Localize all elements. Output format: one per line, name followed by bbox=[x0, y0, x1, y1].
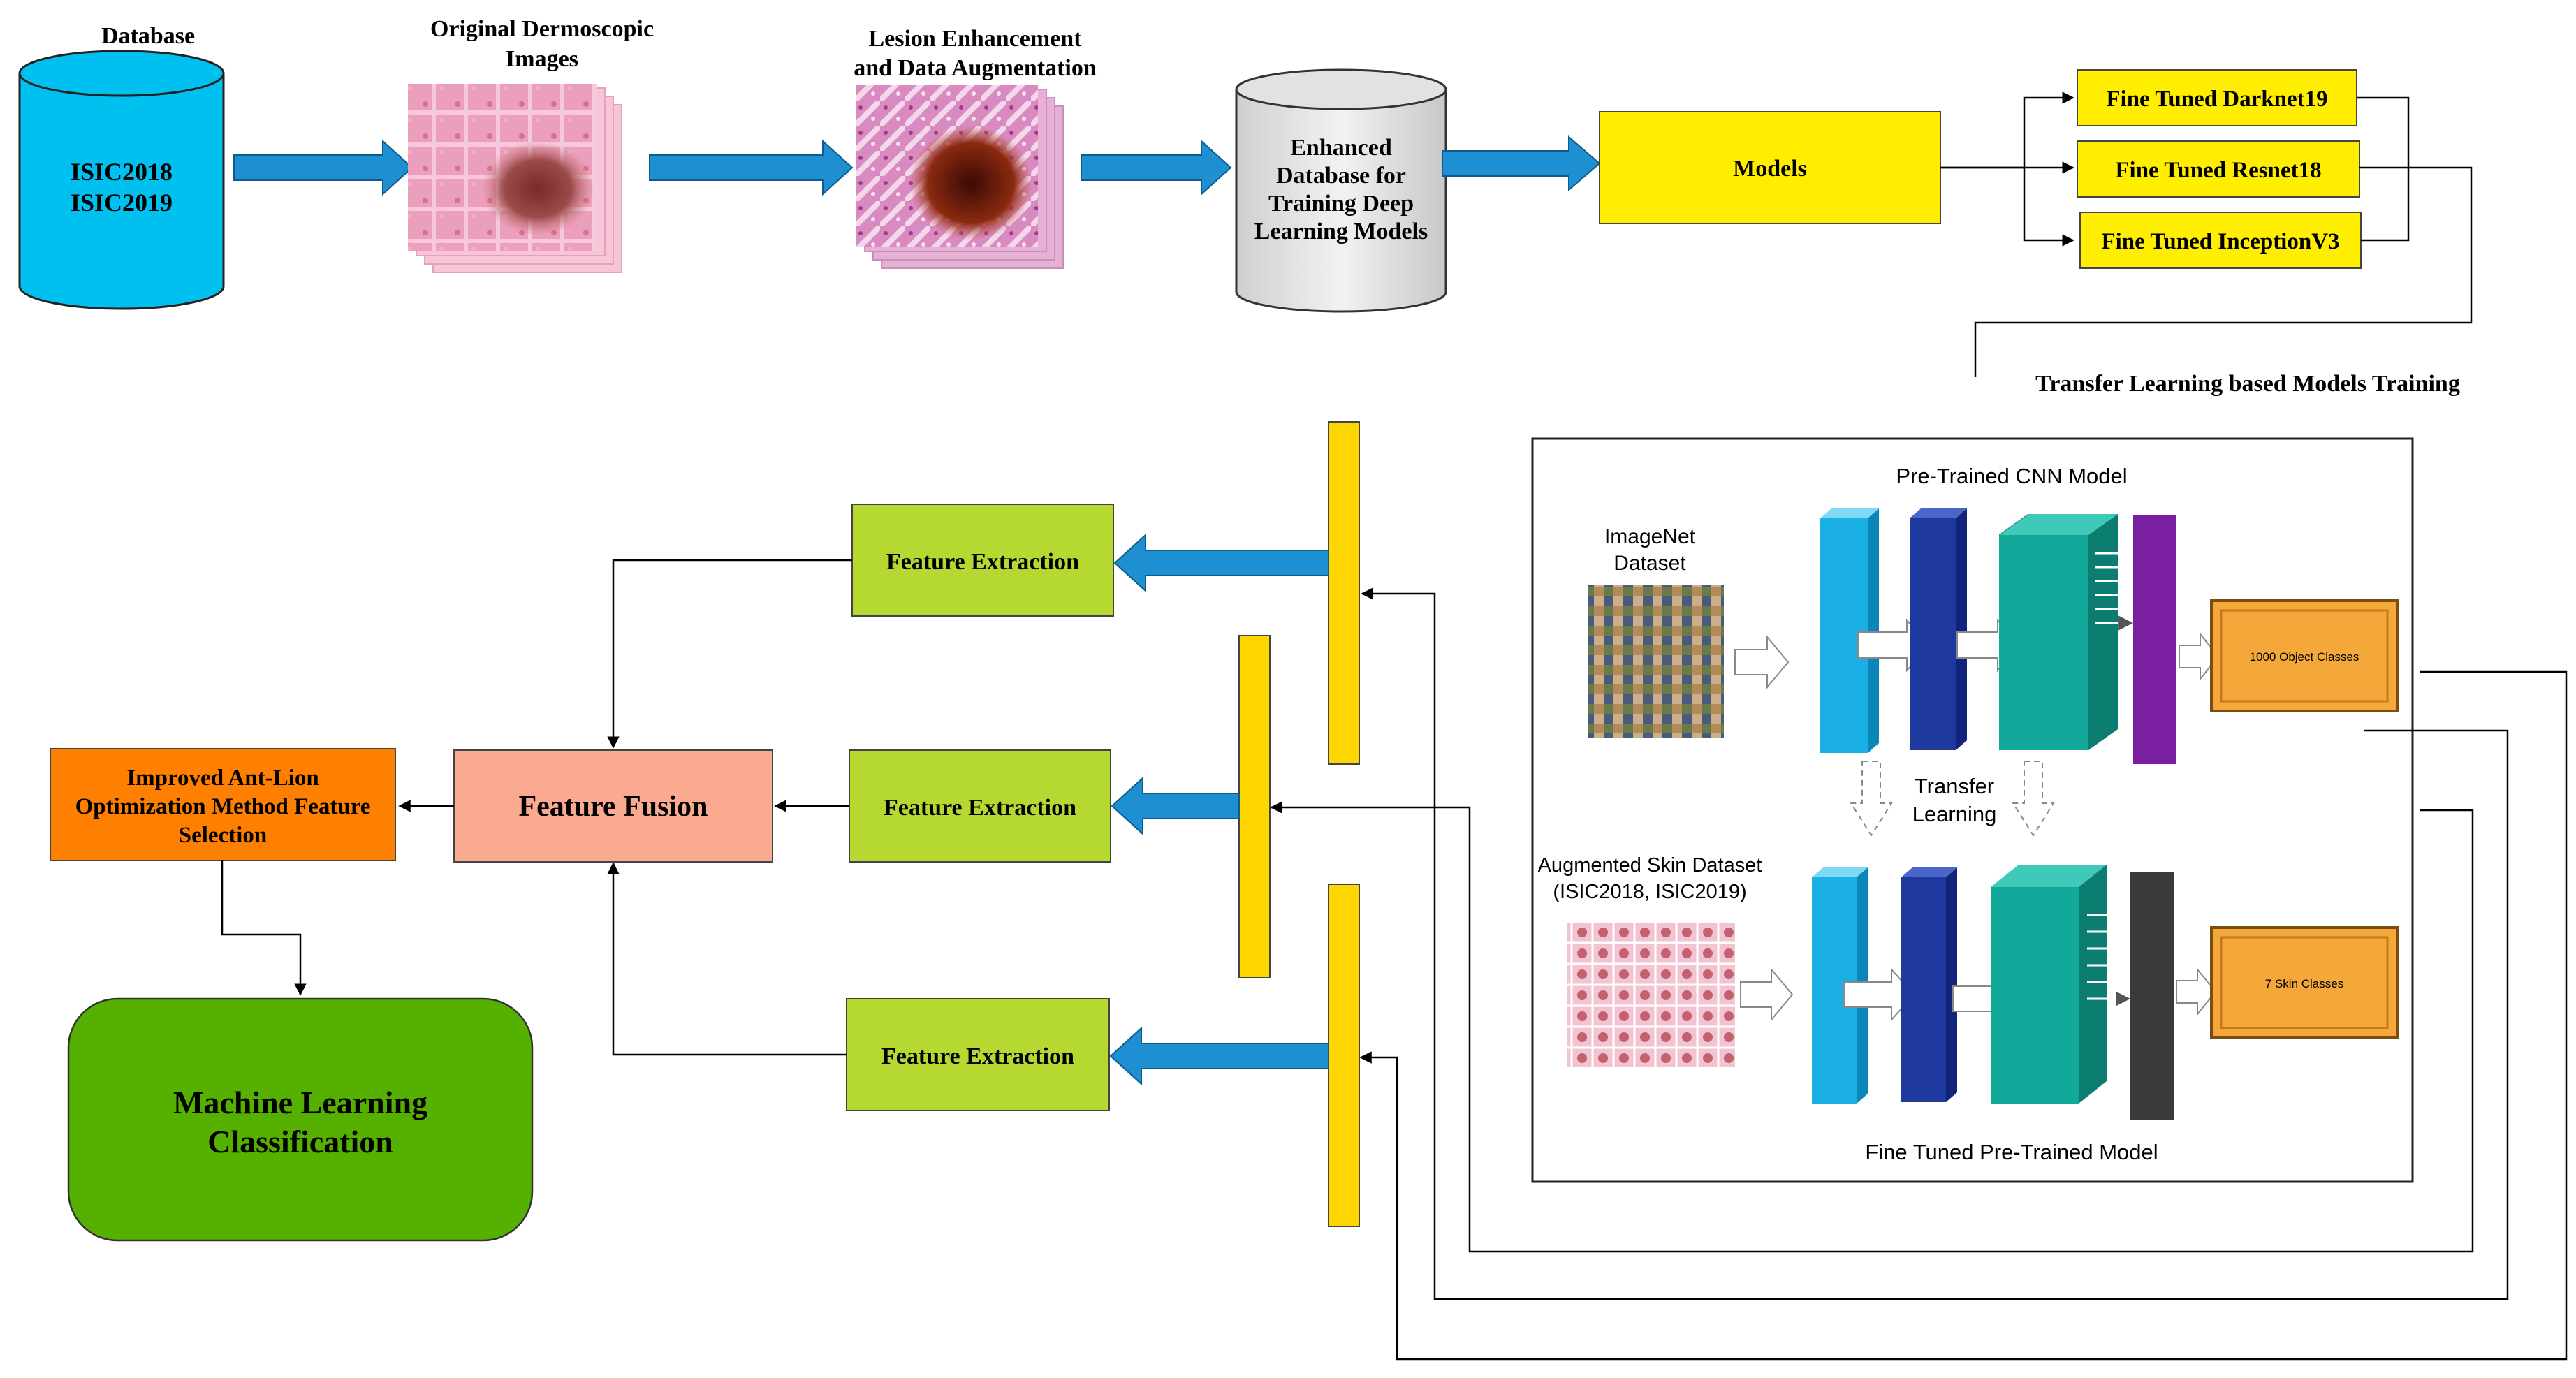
original-images-title-2: Images bbox=[506, 46, 578, 72]
enhanced-db-line-3: Training Deep bbox=[1268, 191, 1414, 217]
classes-bottom-box bbox=[2210, 926, 2399, 1039]
feature-extraction-3-label: Feature Extraction bbox=[881, 1043, 1074, 1069]
skin-dataset-mosaic bbox=[1567, 921, 1735, 1067]
transfer-section-title: Transfer Learning based Models Training bbox=[2035, 371, 2460, 397]
arrow-vector1-to-extraction bbox=[1113, 533, 1329, 593]
original-images-title-1: Original Dermoscopic bbox=[430, 16, 654, 42]
database-title: Database bbox=[101, 23, 195, 49]
feature-extraction-2-label: Feature Extraction bbox=[884, 795, 1076, 821]
enhancement-title-2: and Data Augmentation bbox=[854, 55, 1097, 81]
enhancement-title-1: Lesion Enhancement bbox=[868, 26, 1082, 52]
feature-fusion-label: Feature Fusion bbox=[518, 791, 708, 823]
classes-bottom-label: 7 Skin Classes bbox=[2265, 977, 2343, 990]
selection-block: Improved Ant-Lion Optimization Method Fe… bbox=[50, 748, 396, 861]
database-line-1: ISIC2018 bbox=[71, 158, 173, 186]
fc-layer-top bbox=[2133, 515, 2176, 764]
classes-top-label: 1000 Object Classes bbox=[2250, 650, 2359, 664]
feature-extraction-2 bbox=[849, 749, 1111, 863]
darknet19-label: Fine Tuned Darknet19 bbox=[2106, 87, 2327, 112]
enhancement-block: Lesion Enhancement and Data Augmentation bbox=[854, 26, 1097, 269]
feature-extraction-1-label: Feature Extraction bbox=[886, 549, 1079, 575]
resnet18-box bbox=[2077, 140, 2360, 198]
feature-extraction-blocks: Feature Extraction Feature Extraction Fe… bbox=[846, 504, 1114, 1111]
imagenet-mosaic bbox=[1588, 585, 1724, 738]
arrow-vector3-to-extraction bbox=[1109, 1026, 1329, 1086]
feature-vectors bbox=[1238, 421, 1360, 1227]
enhanced-db-line-4: Learning Models bbox=[1254, 219, 1428, 244]
imagenet-line-2: Dataset bbox=[1613, 552, 1686, 575]
classification-line-1: Machine Learning bbox=[173, 1085, 427, 1120]
fc-layer-bottom bbox=[2130, 872, 2174, 1120]
inceptionv3-box bbox=[2079, 212, 2362, 269]
augmented-line-2: (ISIC2018, ISIC2019) bbox=[1553, 881, 1746, 903]
selection-line-3: Selection bbox=[179, 823, 267, 848]
pretrained-title: Pre-Trained CNN Model bbox=[1896, 464, 2127, 488]
lesion-original bbox=[482, 141, 594, 236]
models-label: Models bbox=[1733, 156, 1807, 182]
darknet19-box bbox=[2077, 69, 2357, 126]
flow-arrow-db-to-models bbox=[1442, 135, 1601, 192]
feature-extraction-1 bbox=[851, 504, 1114, 617]
feature-fusion-block: Feature Fusion bbox=[453, 749, 773, 863]
feature-vector-2 bbox=[1238, 635, 1271, 978]
fine-tuned-models: Fine Tuned Darknet19 Fine Tuned Resnet18… bbox=[2077, 69, 2362, 269]
feature-vector-1 bbox=[1328, 421, 1360, 765]
classes-top-box bbox=[2210, 599, 2399, 712]
flow-arrow-database-to-images bbox=[233, 139, 414, 196]
transfer-line-2: Learning bbox=[1912, 802, 1997, 826]
feature-extraction-3 bbox=[846, 998, 1110, 1111]
enhanced-database-block: Enhanced Database for Training Deep Lear… bbox=[1235, 68, 1447, 313]
arrow-vector2-to-extraction bbox=[1111, 776, 1240, 836]
feature-vector-3 bbox=[1328, 884, 1360, 1227]
flow-arrow-images-to-enhancement bbox=[649, 139, 854, 196]
resnet18-label: Fine Tuned Resnet18 bbox=[2115, 158, 2321, 183]
database-line-2: ISIC2019 bbox=[71, 189, 173, 217]
transfer-line-1: Transfer bbox=[1915, 774, 1994, 798]
classification-block: Machine Learning Classification bbox=[67, 997, 534, 1242]
finetuned-title: Fine Tuned Pre-Trained Model bbox=[1865, 1140, 2158, 1164]
enhanced-db-line-2: Database for bbox=[1276, 163, 1406, 189]
models-block: Models bbox=[1599, 111, 1941, 224]
transfer-learning-panel: Pre-Trained CNN Model ImageNet Dataset 1… bbox=[1531, 437, 2414, 1183]
database-cylinder bbox=[18, 73, 225, 310]
original-images-block: Original Dermoscopic Images bbox=[408, 16, 654, 273]
selection-line-2: Optimization Method Feature bbox=[75, 794, 371, 819]
selection-line-1: Improved Ant-Lion bbox=[126, 765, 319, 791]
inceptionv3-label: Fine Tuned InceptionV3 bbox=[2101, 229, 2339, 254]
classification-line-2: Classification bbox=[207, 1124, 393, 1159]
imagenet-line-1: ImageNet bbox=[1604, 525, 1696, 548]
enhanced-db-line-1: Enhanced bbox=[1290, 135, 1392, 161]
database-block: Database ISIC2018 ISIC2019 bbox=[18, 23, 225, 310]
lesion-enhanced bbox=[909, 126, 1032, 240]
augmented-line-1: Augmented Skin Dataset bbox=[1538, 854, 1762, 877]
flow-arrow-enhancement-to-db bbox=[1081, 139, 1232, 196]
enhanced-database-cylinder bbox=[1235, 89, 1447, 313]
